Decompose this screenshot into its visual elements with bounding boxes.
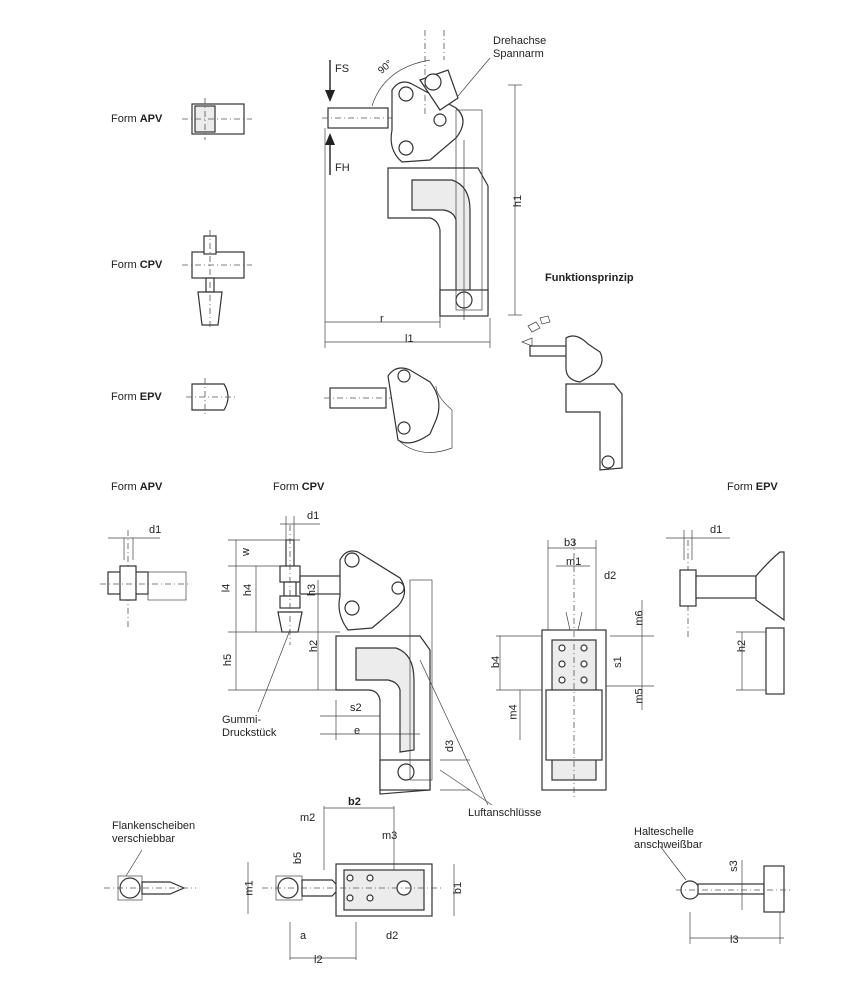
cpv-small-view	[182, 230, 252, 330]
dim-e: e	[354, 725, 361, 737]
funktionsprinzip-label: Funktionsprinzip	[545, 272, 634, 284]
dim-w: w	[239, 548, 252, 556]
form-cpv-label-bottom: Form CPV	[273, 481, 325, 493]
flanken-label: Flankenscheiben verschiebbar	[112, 820, 196, 845]
cpv-side-view	[228, 516, 493, 806]
dim-m5: m5	[633, 688, 646, 704]
drehachse-label: Drehachse Spannarm	[493, 35, 547, 60]
dim-l3: l3	[730, 934, 739, 946]
dim-s2: s2	[350, 702, 362, 714]
epv-small-view	[186, 378, 236, 416]
dim-s1: s1	[611, 656, 624, 668]
dim-d1-apv: d1	[149, 524, 162, 536]
dim-m1-front: m1	[566, 556, 582, 568]
dim-h2-cpv: h2	[308, 639, 321, 653]
flanken-top-view	[104, 849, 196, 901]
cpv-top-view	[247, 806, 455, 960]
apv-side-view	[100, 530, 190, 630]
dim-m3: m3	[382, 830, 398, 842]
dim-h1: h1	[512, 194, 525, 208]
funktionsprinzip-drawing	[521, 315, 623, 471]
dim-b2: b2	[348, 796, 361, 808]
dim-h3: h3	[306, 583, 319, 597]
dim-m2: m2	[300, 812, 316, 824]
form-apv-label-top: Form APV	[111, 113, 163, 125]
apv-small-view	[182, 98, 252, 140]
dim-b3: b3	[564, 537, 577, 549]
fs-label: FS	[335, 63, 350, 75]
gummi-label: Gummi- Druckstück	[222, 714, 277, 739]
dim-l2: l2	[314, 954, 323, 966]
dim-d3: d3	[444, 739, 457, 753]
dim-m1-top: m1	[243, 880, 256, 896]
dim-l4: l4	[220, 583, 233, 593]
form-epv-label-top: Form EPV	[111, 391, 162, 403]
dim-b1: b1	[452, 881, 465, 895]
dim-b5: b5	[292, 851, 305, 865]
epv-partial-view	[324, 367, 453, 453]
dim-m4: m4	[507, 704, 520, 720]
dim-d2-front: d2	[604, 570, 617, 582]
halteschelle-top-view	[659, 845, 790, 944]
form-cpv-label-top: Form CPV	[111, 259, 163, 271]
fh-label: FH	[335, 162, 350, 174]
dim-d1-epv: d1	[710, 524, 723, 536]
dim-d1-cpv: d1	[307, 510, 320, 522]
dim-h2-epv: h2	[736, 639, 749, 653]
cpv-front-view	[496, 540, 654, 800]
dim-b4: b4	[490, 655, 503, 669]
dim-s3: s3	[727, 860, 740, 872]
dim-h5: h5	[222, 653, 235, 667]
dim-d2-top: d2	[386, 930, 399, 942]
main-clamp-drawing	[322, 30, 522, 348]
dim-a: a	[300, 930, 307, 942]
dim-l1: l1	[405, 333, 414, 345]
form-epv-label-bottom: Form EPV	[727, 481, 778, 493]
halteschelle-label: Halteschelle anschweißbar	[634, 826, 703, 851]
dim-m6: m6	[633, 610, 646, 626]
luftanschluesse-label: Luftanschlüsse	[468, 807, 542, 819]
dim-h4: h4	[242, 583, 255, 597]
form-apv-label-bottom: Form APV	[111, 481, 163, 493]
dim-r: r	[380, 313, 384, 325]
epv-side-view	[666, 530, 785, 695]
